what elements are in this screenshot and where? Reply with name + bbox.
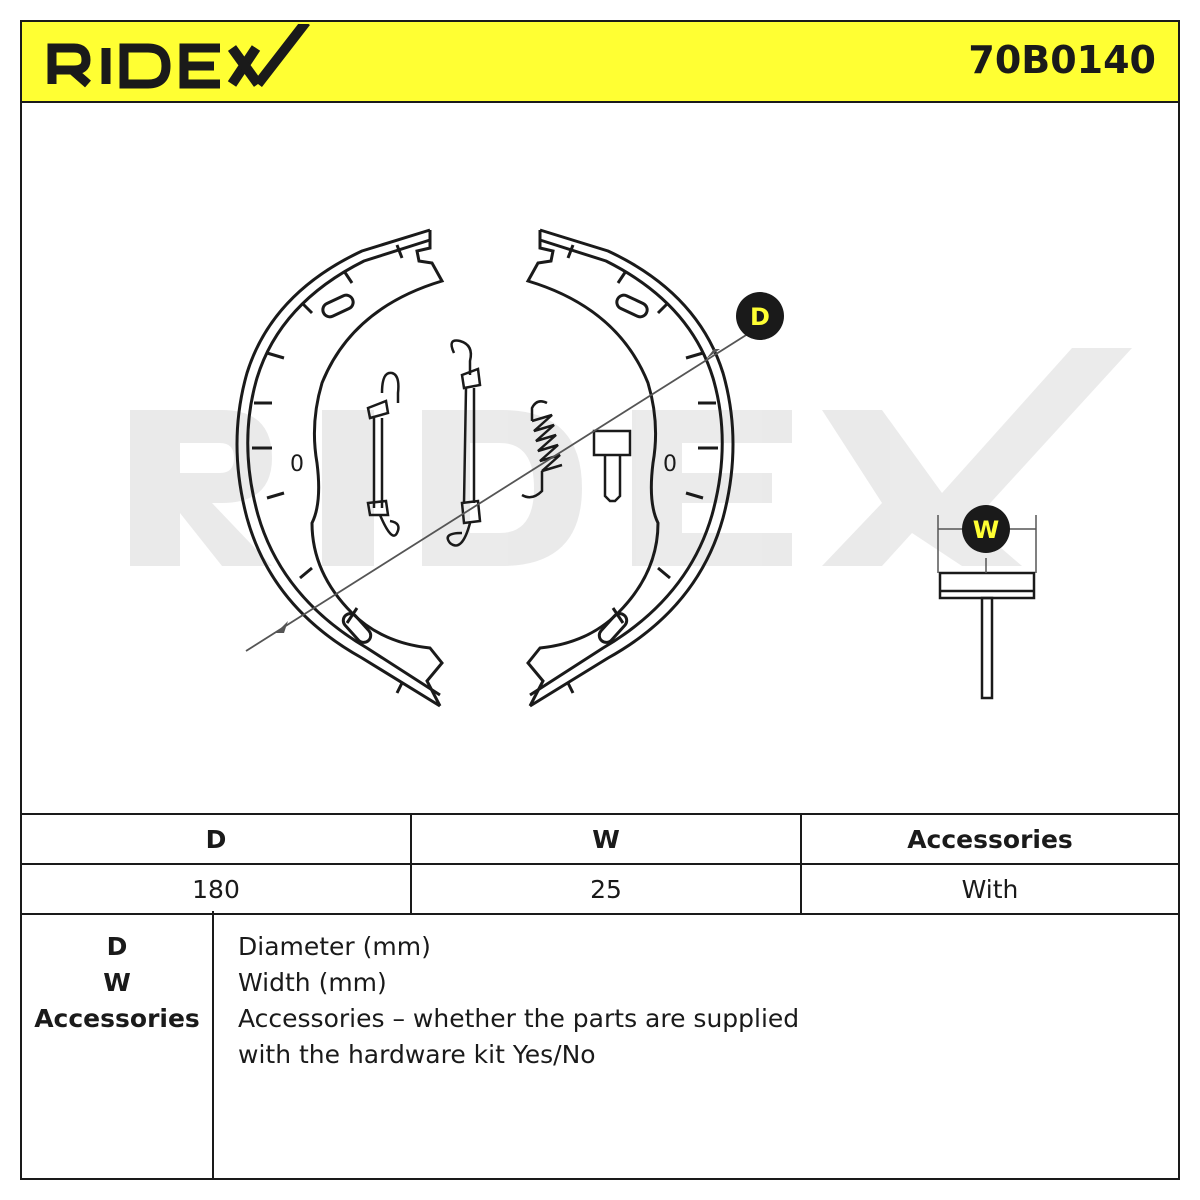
header-bar: 70B0140	[22, 22, 1178, 103]
part-number: 70B0140	[968, 38, 1156, 82]
page-frame: 70B0140 0	[20, 20, 1180, 1180]
width-label: W	[973, 516, 999, 544]
spec-header-accessories: Accessories	[800, 813, 1178, 865]
small-spring	[366, 371, 400, 537]
diameter-dimension: D	[245, 292, 784, 652]
spec-value-accessories: With	[800, 863, 1178, 915]
coil-spring	[521, 400, 563, 499]
diameter-label: D	[750, 303, 770, 331]
legend-keys: D W Accessories	[22, 911, 214, 1178]
legend-key-accessories: Accessories	[34, 1004, 200, 1033]
right-brake-shoe: 0	[525, 228, 735, 708]
spec-value-width: 25	[410, 863, 802, 915]
spec-value-row: 180 25 With	[22, 863, 1178, 915]
legend-descriptions: Diameter (mm) Width (mm) Accessories – w…	[238, 929, 799, 1073]
legend: D W Accessories Diameter (mm) Width (mm)…	[22, 911, 1178, 1178]
left-shoe-mark: 0	[290, 452, 304, 477]
retaining-pin	[592, 429, 632, 503]
left-brake-shoe: 0	[235, 228, 445, 708]
legend-key-diameter: D	[106, 932, 128, 961]
legend-desc-accessories: Accessories – whether the parts are supp…	[238, 1004, 800, 1033]
spec-header-diameter: D	[22, 813, 412, 865]
right-shoe-mark: 0	[663, 452, 677, 477]
legend-desc-accessories-cont: with the hardware kit Yes/No	[238, 1040, 596, 1069]
legend-key-width: W	[103, 968, 131, 997]
ridex-logo	[47, 24, 310, 89]
spec-table: D W Accessories 180 25 With	[22, 813, 1178, 915]
width-badge	[962, 505, 1010, 553]
spec-header-row: D W Accessories	[22, 813, 1178, 865]
brake-shoe-drawing: 0 0	[130, 228, 1132, 708]
long-spring	[446, 339, 482, 547]
spec-header-width: W	[410, 813, 802, 865]
legend-desc-diameter: Diameter (mm)	[238, 932, 431, 961]
spec-value-diameter: 180	[22, 863, 412, 915]
legend-desc-width: Width (mm)	[238, 968, 387, 997]
diameter-badge	[736, 292, 784, 340]
